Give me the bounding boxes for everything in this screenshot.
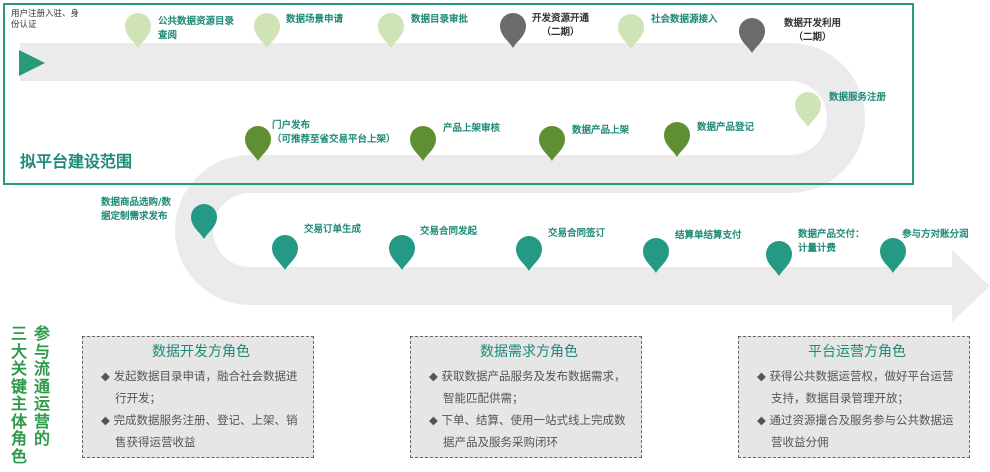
- step-social-source: 社会数据源接入: [651, 14, 718, 25]
- roles-title: 参与流通运营的 三大关键主体角色: [6, 325, 54, 465]
- step-product-register: 数据产品登记: [697, 122, 755, 133]
- step-product-deliver: 数据产品交付： 计量计费: [798, 229, 865, 254]
- start-label: 用户注册入驻、身份认证: [11, 9, 80, 30]
- step-catalog-review: 公共数据资源目录 查阅: [158, 16, 235, 41]
- platform-scope-frame: [3, 3, 914, 185]
- pin-contract-start: [389, 235, 415, 270]
- step-portal-publish: 门户发布 （可推荐至省交易平台上架）: [272, 120, 396, 145]
- step-dev-use: 数据开发利用 （二期）: [784, 18, 842, 43]
- step-product-list: 数据产品上架: [572, 125, 630, 136]
- role-item: ◆ 完成数据服务注册、登记、上架、销售获得运营收益: [101, 413, 298, 449]
- step-service-register: 数据服务注册: [829, 92, 887, 103]
- step-settle-pay: 结算单结算支付: [675, 230, 742, 241]
- role-item: ◆ 通过资源撮合及服务参与公共数据运营收益分佣: [757, 413, 954, 449]
- step-contract-start: 交易合同发起: [420, 226, 478, 237]
- role-item: ◆ 获得公共数据运营权，做好平台运营支持，数据目录管理开放；: [757, 369, 954, 405]
- role-item: ◆ 下单、结算、使用一站式线上完成数据产品及服务采购闭环: [429, 413, 626, 449]
- role-box-developer: 数据开发方角色 ◆ 发起数据目录申请，融合社会数据进行开发； ◆ 完成数据服务注…: [82, 336, 314, 458]
- step-dev-resource: 开发资源开通 （二期）: [532, 13, 590, 38]
- role-item: ◆ 发起数据目录申请，融合社会数据进行开发；: [101, 369, 298, 405]
- step-contract-sign: 交易合同签订: [548, 228, 606, 239]
- scope-title: 拟平台建设范围: [20, 152, 133, 171]
- start-arrow: [19, 50, 45, 76]
- role-title-operator: 平台运营方角色: [808, 344, 906, 360]
- role-title-developer: 数据开发方角色: [152, 344, 250, 360]
- role-item: ◆ 获取数据产品服务及发布数据需求，智能匹配供需；: [429, 369, 626, 405]
- roles-title-part1: 参与流通运营的: [33, 324, 50, 448]
- road-end-arrow: [952, 250, 990, 322]
- pin-order-create: [272, 235, 298, 270]
- step-scene-apply: 数据场景申请: [286, 14, 344, 25]
- step-list-review: 产品上架审核: [443, 123, 501, 134]
- roles-title-part2: 三大关键主体角色: [10, 324, 27, 466]
- role-box-demander: 数据需求方角色 ◆ 获取数据产品服务及发布数据需求，智能匹配供需； ◆ 下单、结…: [410, 336, 642, 458]
- role-title-demander: 数据需求方角色: [480, 344, 578, 360]
- pin-contract-sign: [516, 236, 542, 271]
- step-reconcile: 参与方对账分润: [902, 229, 969, 240]
- step-order-create: 交易订单生成: [304, 224, 362, 235]
- step-catalog-approve: 数据目录审批: [411, 14, 469, 25]
- role-box-operator: 平台运营方角色 ◆ 获得公共数据运营权，做好平台运营支持，数据目录管理开放； ◆…: [738, 336, 970, 458]
- step-goods-select: 数据商品选购/数 据定制需求发布: [101, 197, 171, 222]
- road-path: [20, 43, 955, 305]
